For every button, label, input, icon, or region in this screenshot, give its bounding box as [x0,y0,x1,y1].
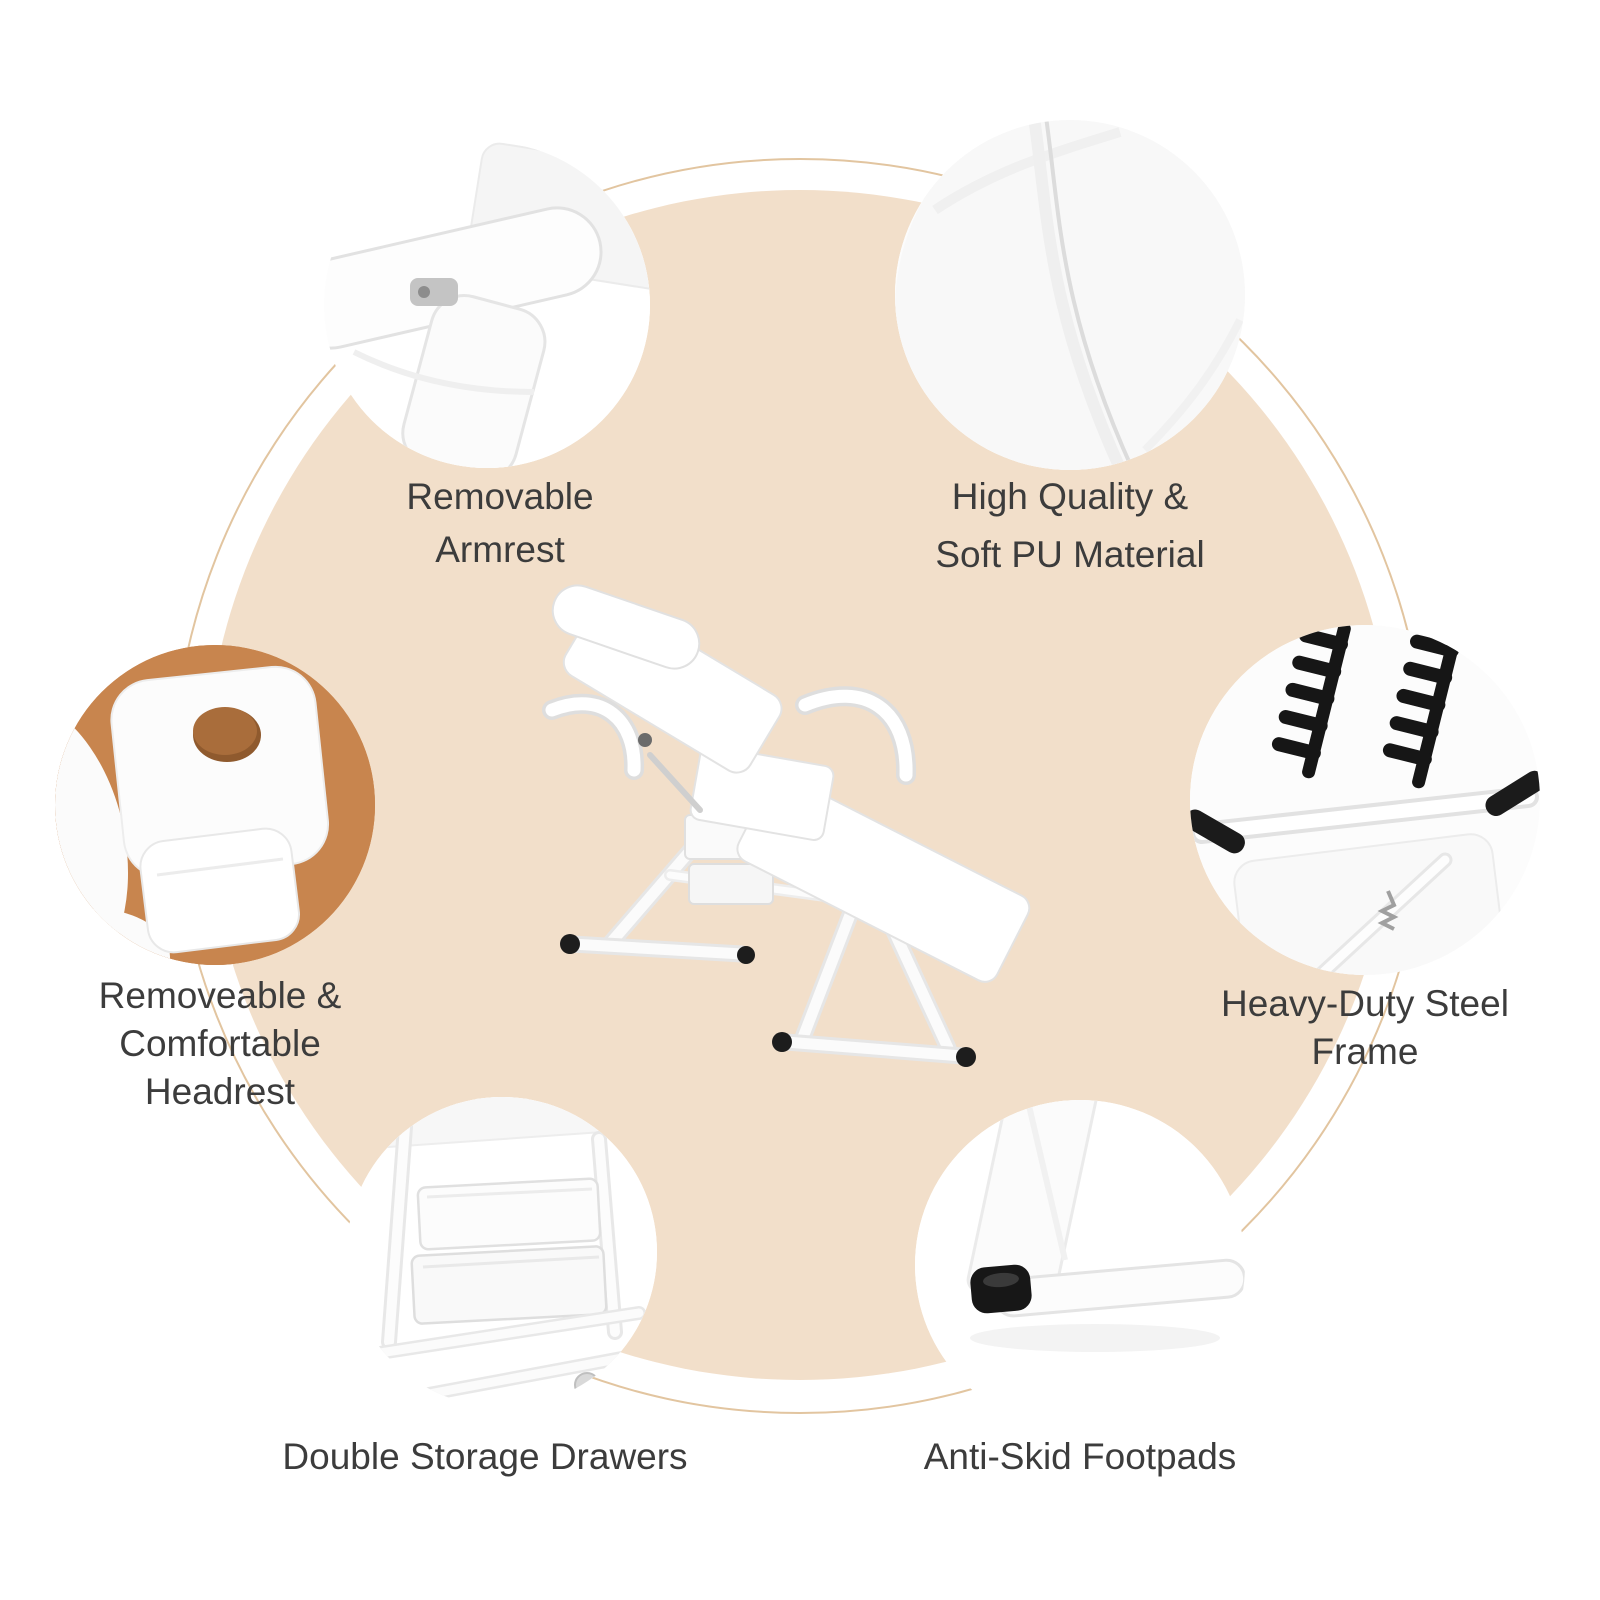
feature-label-line: Soft PU Material [935,534,1205,575]
feature-photo-footpads [915,1100,1245,1430]
product-image-massage-bed [542,584,1031,1067]
feature-label-steel-frame: Heavy-Duty Steel Frame [1160,980,1570,1076]
pu-leather-closeup-photo [895,120,1245,470]
feature-label-line: Comfortable [119,1023,321,1064]
ratchet-bar-left [1271,625,1351,779]
feature-label-armrest: Removable Armrest [330,470,670,576]
feature-photo-headrest [55,645,375,965]
feature-label-line: Heavy-Duty Steel [1221,983,1509,1024]
feature-label-headrest: Removeable & Comfortable Headrest [35,972,405,1116]
feature-label-line: Anti-Skid Footpads [923,1436,1237,1477]
feature-photo-pu-material [895,120,1245,470]
feature-photo-steel-frame [1190,625,1540,975]
headrest-closeup-photo [55,645,375,965]
feature-label-footpads: Anti-Skid Footpads [875,1430,1285,1483]
feature-label-line: Double Storage Drawers [282,1436,688,1477]
ratchet-bar-right [1382,627,1463,789]
feature-label-line: High Quality & [951,476,1189,517]
feature-label-line: Armrest [435,529,565,570]
feature-label-line: Headrest [144,1071,296,1112]
feature-label-line: Removable [406,476,594,517]
feature-label-pu-material: High Quality & Soft PU Material [870,468,1270,584]
feature-photo-armrest [324,142,650,468]
steel-frame-closeup-photo [1190,625,1540,975]
armrest-closeup-photo [324,142,650,468]
storage-drawers-closeup-photo [347,1097,657,1407]
feature-label-line: Removeable & [98,975,342,1016]
feature-label-line: Frame [1311,1031,1419,1072]
feature-label-storage-drawers: Double Storage Drawers [255,1430,715,1483]
footpad-closeup-photo [915,1100,1245,1430]
feature-photo-storage-drawers [347,1097,657,1407]
